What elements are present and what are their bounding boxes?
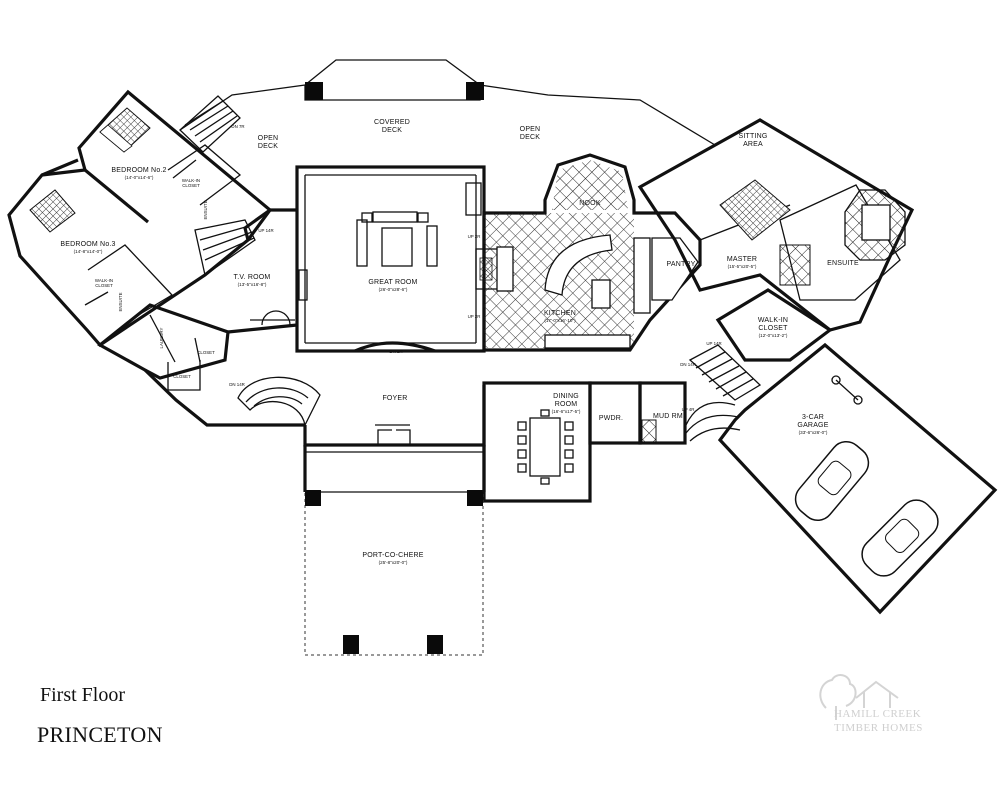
bedroom3-walkin-2: CLOSET [95,283,113,288]
porte-cochere-label: PORT-CO-CHERE [362,552,423,559]
dining-label-2: ROOM [555,401,578,408]
tv-room [227,208,298,334]
open-deck-left-label-2: DECK [258,143,278,150]
company-logo [819,674,899,720]
bed-bedroom3 [29,189,76,233]
porte-cochere-dim: (25'-8"x20'-0") [379,560,408,565]
master-ensuite-label: ENSUITE [827,260,859,267]
deck-stairs [179,95,241,153]
garage [717,342,998,615]
bedroom2-walkin-2: CLOSET [182,183,200,188]
bedroom-wing-stairs [194,219,256,277]
laundry-block [97,303,230,380]
sitting-area-label-2: AREA [743,141,763,148]
bedroom3-ensuite: ENSUITE [118,292,123,311]
car-1 [794,440,870,522]
stair-note-up4r: UP 4R [682,407,695,412]
stair-note-dn7r: DN 7R [231,124,244,129]
bedroom3-walkin-1: WALK-IN [95,278,113,283]
kitchen-label: KITCHEN [544,310,576,317]
great-room-dim: (26'-0"x28'-6") [379,287,408,292]
mud-room-label: MUD RM. [653,413,685,420]
bedroom3-label: BEDROOM No.3 [60,241,115,248]
tv-room-label: T.V. ROOM [234,274,271,281]
foyer-left-wall [143,360,321,427]
stair-note-up14r-left: UP 14R [258,228,273,233]
model-title: PRINCETON [37,722,163,747]
bedroom-wing [7,89,273,348]
open-deck-left-label-1: OPEN [258,135,279,142]
open-deck-right-label-2: DECK [520,134,540,141]
stair-note-up14r-right: UP 14R [706,341,721,346]
open-deck-right-label-1: OPEN [520,126,541,133]
sitting-area-label-1: SITTING [738,133,767,140]
pantry-label: PANTRY [667,261,696,268]
main-stairs [688,344,762,401]
motorcycle [831,375,863,405]
master-wing [637,118,915,332]
pwdr-label: PWDR. [599,415,623,422]
stair-note-dn14r: DN 14R [229,382,245,387]
stair-note-up2r-bottom: UP 2R [468,314,481,319]
kitchen-dim: (17'-0"x16'-10") [544,318,576,323]
logo-tree-icon [819,674,899,720]
bedroom3-dim: (14'-8"x14'-0") [74,249,103,254]
dining-dim: (16'-6"x17'-5") [552,409,581,414]
covered-deck-label-1: COVERED [374,119,410,126]
master-walkin-label-2: CLOSET [758,325,788,332]
logo-line2: TIMBER HOMES [834,722,923,734]
dining-chairs [517,409,574,485]
dining-label-1: DINING [553,393,579,400]
logo-line1: HAMILL CREEK [834,708,922,720]
bedroom2-label: BEDROOM No.2 [111,167,166,174]
bedroom2-dim: (14'-0"x14'-6") [125,175,154,180]
great-room-furniture [298,182,482,301]
room-labels: COVERED DECK OPEN DECK OPEN DECK GREAT R… [60,119,859,565]
stair-note-dn14r-right: DN 14R [680,362,696,367]
closet-label-2: CLOSET [197,350,215,355]
porte-cochere [303,445,486,656]
car-2 [861,499,939,577]
master-walkin-dim: (12'-0"x13'-2") [759,333,788,338]
master-walkin-closet [715,288,833,362]
bedroom2-walkin-1: WALK-IN [182,178,200,183]
bed-bedroom2 [99,107,151,153]
kitchen [482,153,702,352]
great-room-label: GREAT ROOM [368,279,417,286]
tv-room-dim: (13'-5"x16'-8") [238,282,267,287]
stair-note-dn2r: DN 2R [389,349,402,354]
master-dim: (15'-5"x20'-5") [728,264,757,269]
closet-label-1: CLOSET [173,374,191,379]
stair-note-up2r-top: UP 2R [468,234,481,239]
floor-title: First Floor [40,684,126,706]
great-room [295,165,499,353]
garage-label-2: GARAGE [797,422,828,429]
garage-dim: (33'-6"x26'-0") [799,430,828,435]
pwdr-mud [588,381,741,445]
bedroom2-ensuite: ENSUITE [203,200,208,219]
garage-label-1: 3-CAR [802,414,824,421]
master-walkin-label-1: WALK-IN [758,317,788,324]
deck-outline [179,59,716,153]
nook-label: NOOK [579,200,601,207]
master-label: MASTER [727,256,757,263]
foyer-label: FOYER [382,395,407,402]
laundry-label: LAUNDRY [159,327,164,348]
covered-deck-label-2: DECK [382,127,402,134]
